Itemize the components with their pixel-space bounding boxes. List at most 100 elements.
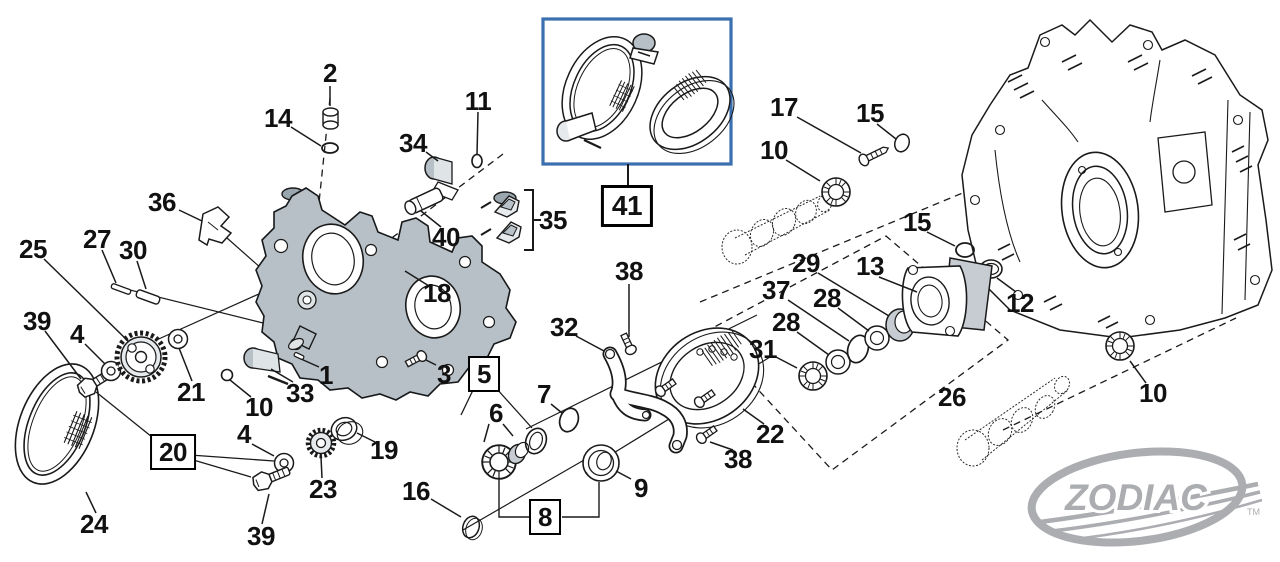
callout-33: 33	[286, 378, 314, 408]
group-8-connector	[498, 479, 600, 518]
callout-18: 18	[423, 278, 451, 308]
gear-25	[114, 330, 168, 384]
screw-38-d	[693, 423, 720, 446]
callout-34: 34	[399, 128, 427, 158]
bearing-10-right	[1105, 331, 1135, 361]
callout-22: 22	[756, 419, 784, 449]
group-20-lines	[95, 391, 275, 478]
kit-41-tensioner	[556, 112, 602, 149]
kit-41-contents	[556, 33, 735, 154]
callout-24: 24	[80, 509, 108, 539]
callout-13: 13	[856, 251, 884, 281]
callout-36: 36	[148, 187, 176, 217]
bushing-19	[330, 416, 364, 445]
callout-2: 2	[323, 58, 337, 88]
callout-39-top: 39	[23, 306, 51, 336]
pin-1	[293, 351, 305, 361]
plug-2	[322, 107, 339, 130]
callout-31: 31	[749, 334, 777, 364]
callout-28-b: 28	[772, 307, 800, 337]
callout-8: 8	[529, 499, 561, 535]
callout-12: 12	[1006, 288, 1034, 318]
callout-25: 25	[19, 234, 47, 264]
callout-10-top: 10	[760, 135, 788, 165]
seal-6	[524, 427, 548, 455]
leader-lines	[43, 86, 1147, 525]
washer-21	[167, 328, 189, 350]
callout-7: 7	[537, 379, 551, 409]
o-ring-15-mid	[955, 242, 975, 258]
zodiac-logo-text: ZODIAC	[1064, 477, 1208, 518]
zodiac-logo: ZODIAC ZODIAC TM	[1027, 447, 1263, 547]
engine-crankcase	[961, 18, 1273, 339]
bearing-31	[798, 361, 828, 391]
callout-30: 30	[119, 235, 147, 265]
oval-ring-37	[846, 334, 870, 364]
callout-15-mid: 15	[903, 207, 931, 237]
callout-23: 23	[309, 474, 337, 504]
screw-17	[858, 146, 890, 167]
screw-38-a	[617, 331, 639, 357]
disc-15-top	[893, 133, 911, 153]
o-ring-10-left	[220, 368, 234, 382]
bolt-39-lower	[249, 461, 294, 494]
callout-15-top: 15	[856, 98, 884, 128]
callout-29: 29	[792, 248, 820, 278]
dowel-30	[135, 289, 161, 305]
callout-10-right: 10	[1139, 378, 1167, 408]
bracket-35	[524, 189, 541, 251]
kit-41-guide-ring	[649, 69, 735, 154]
callout-39-bottom: 39	[247, 521, 275, 551]
callout-26: 26	[938, 382, 966, 412]
callout-11: 11	[464, 86, 492, 116]
callout-20: 20	[150, 434, 196, 470]
callout-3: 3	[437, 359, 451, 389]
callout-28-a: 28	[813, 283, 841, 313]
chain-24	[14, 363, 100, 485]
callout-37: 37	[762, 275, 790, 305]
callout-38-top: 38	[615, 256, 643, 286]
o-ring-7	[558, 407, 580, 433]
spacer-6	[507, 441, 530, 465]
callout-27: 27	[83, 224, 111, 254]
zodiac-tm: TM	[1247, 507, 1260, 517]
callout-38-bottom: 38	[724, 444, 752, 474]
oil-pump-13	[901, 257, 993, 337]
callout-17: 17	[770, 92, 798, 122]
o-ring-16	[461, 515, 483, 541]
callout-4-top: 4	[70, 319, 84, 349]
retainer-bracket-32	[602, 346, 688, 454]
bolt-40	[404, 187, 444, 216]
callout-35: 35	[539, 205, 567, 235]
camshaft-lower-ghost	[956, 375, 1070, 467]
o-ring-11	[471, 153, 483, 169]
lifter-33	[243, 347, 289, 386]
bearing-10-top	[821, 177, 851, 207]
tappet-wedges-35	[480, 189, 541, 251]
ring-28-b	[864, 325, 890, 351]
gear-23	[305, 427, 337, 459]
kit-41-roller	[629, 33, 659, 65]
callout-16: 16	[402, 476, 430, 506]
callout-14: 14	[264, 103, 292, 133]
o-ring-14	[321, 142, 339, 154]
callout-41: 41	[600, 185, 654, 227]
group-5-lines	[460, 387, 533, 429]
callout-32: 32	[550, 312, 578, 342]
callout-1: 1	[319, 360, 333, 390]
pin-27	[110, 283, 132, 295]
zodiac-logo-halo: ZODIAC	[1064, 477, 1208, 518]
callout-4-bottom: 4	[237, 419, 251, 449]
callout-6: 6	[489, 398, 503, 428]
bearing-9	[582, 444, 620, 482]
callout-5: 5	[468, 356, 500, 392]
ring-28-a	[825, 349, 851, 375]
callout-10-left: 10	[245, 392, 273, 422]
callout-40: 40	[432, 222, 460, 252]
callout-19: 19	[370, 435, 398, 465]
cam-plate-18	[255, 187, 517, 401]
bracket-36	[198, 206, 233, 247]
callout-9: 9	[634, 473, 648, 503]
